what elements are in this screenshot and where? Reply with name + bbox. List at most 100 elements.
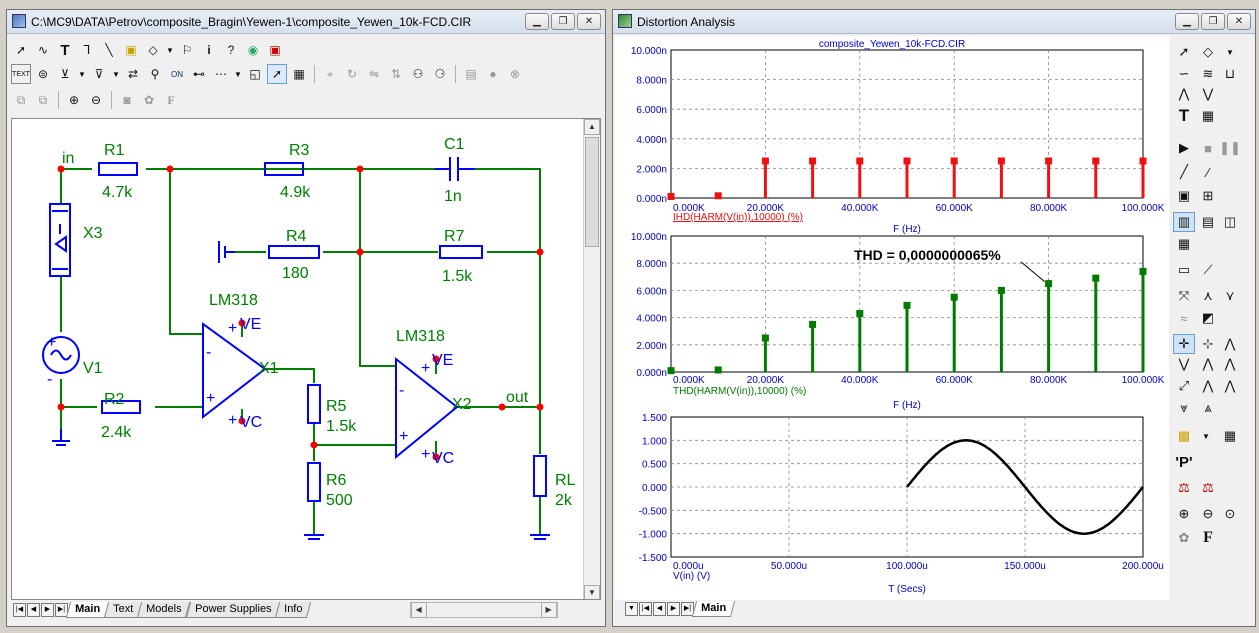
text-mode-icon[interactable]: TEXT <box>11 64 31 84</box>
wire-icon[interactable]: ∿ <box>37 43 49 57</box>
schematic-hscroll[interactable]: ◀ ▶ <box>409 602 558 618</box>
run-icon[interactable]: ▶ <box>1179 140 1189 155</box>
y-scale-icon[interactable]: ⚖ <box>1202 480 1214 495</box>
cursor-tool-icon[interactable]: ⊔ <box>1224 66 1236 81</box>
grid-icon[interactable]: ⋯ <box>215 67 227 81</box>
first-page-button[interactable]: |◀ <box>13 603 26 617</box>
font-plot-icon[interactable]: F <box>1203 529 1213 546</box>
select-icon[interactable]: ➚ <box>267 64 287 84</box>
wire-ortho-icon[interactable]: ⅂ <box>83 43 91 57</box>
cursor-mode-icon[interactable]: ✛ <box>1173 334 1195 354</box>
zoom-out-icon[interactable]: ⊖ <box>90 93 102 107</box>
pin-icon[interactable]: ⇄ <box>127 67 139 81</box>
close-button[interactable]: ✕ <box>577 13 601 30</box>
tab-power-supplies[interactable]: Power Supplies <box>185 602 281 618</box>
noise-icon[interactable]: ≈ <box>1180 310 1188 326</box>
probe-icon[interactable]: ⊻ <box>60 67 70 81</box>
data-points-icon[interactable]: ▩ <box>1177 428 1191 443</box>
grid-tool-icon[interactable]: ⊞ <box>1202 188 1214 203</box>
binoculars-icon[interactable]: ⚆ <box>434 67 446 81</box>
analysis-tab-main[interactable]: Main <box>691 601 736 617</box>
shapes-tool-icon[interactable]: ◇ <box>1203 44 1213 59</box>
wave-tool-icon[interactable]: ≋ <box>1202 66 1214 81</box>
pause-icon[interactable]: ❚❚ <box>1219 140 1241 155</box>
shapes-icon[interactable]: ◇ <box>148 43 158 57</box>
analysis-dropdown-button[interactable]: ▼ <box>625 602 638 616</box>
page-icon[interactable]: ▤ <box>465 67 477 81</box>
data-points-dropdown-icon[interactable]: ▼ <box>1202 431 1210 441</box>
zoom-in-icon[interactable]: ⊕ <box>68 93 80 107</box>
min-icon[interactable]: ⋁ <box>1178 356 1190 371</box>
scroll-down-button[interactable]: ▼ <box>584 585 600 599</box>
bottom-icon[interactable]: ⩔ <box>1180 400 1188 415</box>
zoom-in-plot-icon[interactable]: ⊕ <box>1178 506 1190 521</box>
layout-horizontal-icon[interactable]: ▤ <box>1201 214 1215 229</box>
max-icon[interactable]: ⋀ <box>1202 356 1214 371</box>
shapes-tool-dropdown-icon[interactable]: ▼ <box>1226 47 1234 57</box>
layout-vertical-icon[interactable]: ▥ <box>1173 212 1195 232</box>
slope-icon[interactable]: ⤢ <box>1178 378 1190 393</box>
font-icon[interactable]: F <box>167 92 175 107</box>
high-icon[interactable]: ⋀ <box>1202 378 1214 393</box>
palette-plot-icon[interactable]: ✿ <box>1178 530 1190 545</box>
line-tool-icon[interactable]: ╱ <box>1180 164 1188 179</box>
palette-icon[interactable]: ✿ <box>143 93 155 107</box>
shapes-dropdown-icon[interactable]: ▼ <box>166 45 174 55</box>
zoom-out-plot-icon[interactable]: ⊖ <box>1202 506 1214 521</box>
top-icon[interactable]: ⩓ <box>1204 400 1212 415</box>
peak-next-icon[interactable]: ⋀ <box>1224 356 1236 371</box>
on-icon[interactable]: ON <box>171 69 183 79</box>
tab-main[interactable]: Main <box>65 602 110 618</box>
slope-tool-icon[interactable]: ⟋ <box>1203 262 1213 277</box>
scroll-up-button[interactable]: ▲ <box>584 119 600 135</box>
info-icon[interactable]: i <box>207 43 211 57</box>
globe-icon[interactable]: ◉ <box>247 43 259 57</box>
xy-cursor-icon[interactable]: ⤧ <box>1178 288 1190 303</box>
panel-icon[interactable]: ▭ <box>1177 262 1191 277</box>
cursor-left-icon[interactable]: ⊹ <box>1202 336 1214 351</box>
next-page-button[interactable]: ▶ <box>41 603 54 617</box>
layout-split-icon[interactable]: ◫ <box>1223 214 1237 229</box>
analysis-titlebar[interactable]: Distortion Analysis ▁ ❐ ✕ <box>613 10 1255 34</box>
properties-icon[interactable]: ▦ <box>293 67 305 81</box>
grid-dropdown-icon[interactable]: ▼ <box>234 69 242 79</box>
low-icon[interactable]: ⋀ <box>1224 378 1236 393</box>
restore-button[interactable]: ❐ <box>551 13 575 30</box>
valley-tool-icon[interactable]: ⋁ <box>1202 86 1214 101</box>
source-icon[interactable]: ⊜ <box>37 67 49 81</box>
analysis-close-button[interactable]: ✕ <box>1227 13 1251 30</box>
analysis-restore-button[interactable]: ❐ <box>1201 13 1225 30</box>
properties-tool-icon[interactable]: ▦ <box>1201 108 1215 123</box>
numeric-output-icon[interactable]: ▦ <box>1223 428 1237 443</box>
scroll-thumb[interactable] <box>585 137 599 247</box>
help-icon[interactable]: ? <box>227 43 235 57</box>
frame-icon[interactable]: ▣ <box>1177 188 1191 203</box>
curve-tool-icon[interactable]: ∽ <box>1178 66 1190 81</box>
voltage-icon[interactable]: ⊽ <box>94 67 104 81</box>
component-icon[interactable]: ▣ <box>125 43 137 57</box>
pointer-icon[interactable]: ➚ <box>15 43 27 57</box>
minimize-button[interactable]: ▁ <box>525 13 549 30</box>
scroll-left-button[interactable]: ◀ <box>410 602 427 618</box>
p-key-icon[interactable]: 'P' <box>1175 453 1193 471</box>
schematic-vscroll[interactable]: ▲ ▼ <box>583 119 600 599</box>
stop-run-icon[interactable]: ■ <box>1204 140 1212 156</box>
analysis-prev-button[interactable]: ◀ <box>653 602 666 616</box>
voltage-dropdown-icon[interactable]: ▼ <box>112 69 120 79</box>
camera-icon[interactable]: ◙ <box>123 93 131 107</box>
peak-tool-icon[interactable]: ⋀ <box>1178 86 1190 101</box>
find-icon[interactable]: ⚇ <box>412 67 424 81</box>
analysis-first-button[interactable]: |◀ <box>639 602 652 616</box>
node-icon[interactable]: ⚲ <box>150 67 160 81</box>
exit-icon[interactable]: ▣ <box>269 43 281 57</box>
point-tool-icon[interactable]: ⁄ <box>1206 164 1210 180</box>
stop-icon[interactable]: ● <box>489 67 497 81</box>
peak-find-icon[interactable]: ⋏ <box>1203 288 1213 303</box>
scroll-right-button[interactable]: ▶ <box>540 602 557 618</box>
select-pointer-icon[interactable]: ➚ <box>1178 44 1190 59</box>
border-icon[interactable]: ◱ <box>249 67 261 81</box>
probe-dropdown-icon[interactable]: ▼ <box>78 69 86 79</box>
flip-y-icon[interactable]: ⇅ <box>390 67 402 81</box>
valley-find-icon[interactable]: ⋎ <box>1225 288 1235 303</box>
